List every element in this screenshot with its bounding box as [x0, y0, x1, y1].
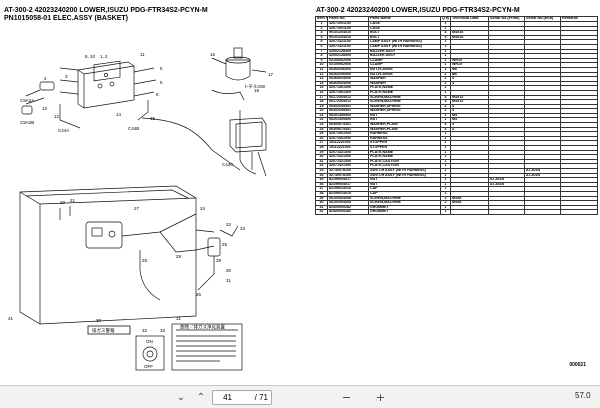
jp-note: トヂルGW	[244, 84, 266, 90]
table-cell	[524, 209, 561, 215]
harness-box	[229, 117, 267, 153]
panel-window	[93, 60, 121, 82]
switch-label-off: OFF	[144, 364, 153, 369]
callout-3: 3	[65, 74, 68, 79]
callout-31b: 31	[176, 316, 182, 321]
zoom-out-icon[interactable]: −	[341, 391, 352, 404]
column-header: Q'ty	[440, 16, 451, 22]
parts-table-header: Item No.Parts No.Parts NameQ'tyTechnical…	[315, 16, 598, 22]
column-header: Remarks	[560, 16, 598, 22]
callout-22: 22	[226, 222, 232, 227]
callout-24: 24	[200, 206, 206, 211]
diagram-title-line2: PN1015058-01 ELEC.ASSY (BASKET)	[4, 15, 128, 23]
buzzer-body	[225, 59, 251, 81]
zoom-in-icon[interactable]: +	[375, 391, 386, 404]
callout-31a: 31	[226, 278, 232, 283]
callout-12: 12	[54, 114, 60, 119]
parts-table: Item No.Parts No.Parts NameQ'tyTechnical…	[315, 16, 598, 215]
callout-41: 41	[8, 316, 14, 321]
callout-13: 13	[42, 106, 48, 111]
callout-30b: 30	[96, 318, 102, 323]
callout-16: 16	[210, 52, 216, 57]
parts-list-title: AT-300-2 42023240200 LOWER,ISUZU PDG-FTR…	[316, 7, 520, 14]
sticker-right-title: 故障／排ガス浄化装置	[180, 324, 225, 331]
table-cell	[488, 209, 525, 215]
total-pages: / 71	[254, 393, 268, 402]
callout-15: 15	[150, 116, 156, 121]
table-cell: 82400000282	[327, 209, 369, 215]
chevron-up-icon[interactable]: ⌃	[196, 392, 206, 403]
callout-c44b: C44B	[128, 126, 139, 131]
callout-8-10: 8, 10	[85, 54, 96, 59]
callout-20: 20	[60, 200, 66, 205]
callout-c9a2a: C9A2A	[20, 98, 34, 103]
zoom-level[interactable]: 57.0	[575, 391, 591, 400]
switch-plate	[135, 335, 165, 371]
diagram-title-line1: AT-300-2 42023240200 LOWER,ISUZU PDG-FTR…	[4, 7, 208, 14]
basket-body	[19, 185, 197, 325]
callout-26: 26	[196, 292, 202, 297]
table-cell: GROMMET	[368, 209, 441, 215]
callout-14: 14	[116, 112, 122, 117]
callout-11: 11	[140, 52, 145, 57]
left-page: AT-300-2 42023240200 LOWER,ISUZU PDG-FTR…	[0, 0, 310, 385]
table-cell: 42	[315, 209, 328, 215]
callout-c9a2b: C9A2B	[20, 120, 34, 125]
callout-23: 23	[240, 226, 246, 231]
sticker-left-text: 排ガス警報	[92, 327, 115, 334]
callout-1-2: 1, 2	[100, 54, 108, 59]
callout-33: 33	[160, 328, 166, 333]
callout-25: 25	[222, 242, 228, 247]
table-cell	[450, 209, 489, 215]
caution-sticker-right	[171, 323, 243, 371]
table-cell	[560, 209, 598, 215]
viewer-toolbar: ⌄ ⌃ 41 / 71 − + 57.0	[0, 385, 600, 408]
page-number-field[interactable]: 41 / 71	[212, 390, 272, 405]
column-header: Item No.	[315, 16, 328, 22]
callout-29b: 29	[176, 254, 182, 259]
callout-c44c: C44C	[222, 162, 234, 167]
page-footer-code: 000021	[569, 362, 586, 368]
callout-6: 6	[156, 92, 159, 97]
warning-sticker-left	[87, 325, 131, 335]
current-page[interactable]: 41	[223, 393, 232, 402]
callout-5a: 5	[160, 66, 163, 71]
callout-29a: 29	[216, 258, 222, 263]
chevron-down-icon[interactable]: ⌄	[176, 392, 186, 403]
callout-32: 32	[142, 328, 148, 333]
callout-28: 28	[142, 258, 148, 263]
table-cell: 1	[440, 209, 451, 215]
case-upper	[77, 61, 135, 109]
callout-17: 17	[268, 72, 274, 77]
exploded-diagram: 8, 10 1, 2 11 3 4 5 5 6 16 17 18 C9A2A C…	[8, 47, 274, 371]
column-header: Serial No.(From)	[488, 16, 525, 22]
diagram-title: AT-300-2 42023240200 LOWER,ISUZU PDG-FTR…	[4, 7, 208, 24]
callout-30a: 30	[226, 268, 232, 273]
callout-27: 27	[134, 206, 140, 211]
switch-label-on: ON	[146, 339, 153, 344]
right-page: AT-300-2 42023240200 LOWER,ISUZU PDG-FTR…	[310, 0, 600, 385]
callout-5b: 5	[160, 80, 163, 85]
callout-4: 4	[44, 76, 47, 81]
callout-21: 21	[70, 198, 76, 203]
callout-c44a: C44A	[58, 128, 69, 133]
callout-18: 18	[254, 88, 260, 93]
switch-panel	[85, 221, 123, 249]
